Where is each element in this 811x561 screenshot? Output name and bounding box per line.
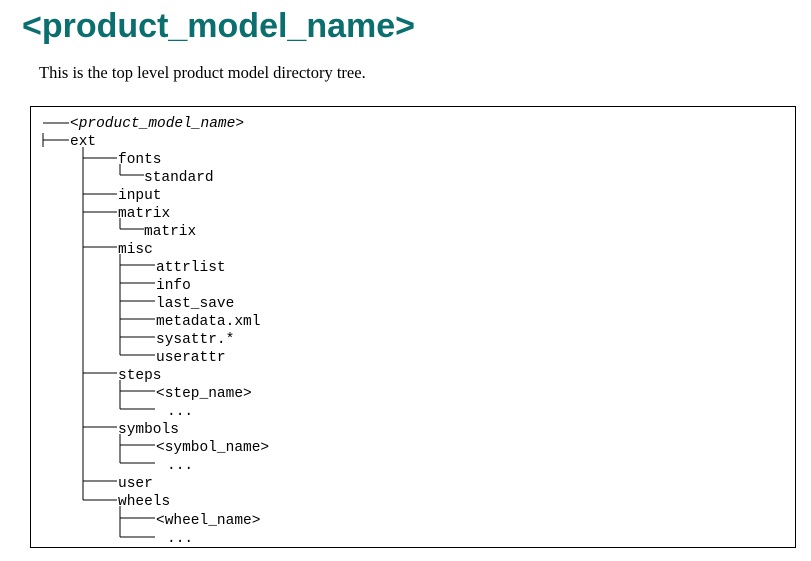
- tree-node-fonts: fonts: [118, 152, 162, 168]
- tree-node-step-name: <step_name>: [156, 386, 252, 402]
- tree-node-steps: steps: [118, 368, 162, 384]
- tree-node-matrix: matrix: [118, 206, 171, 222]
- tree-node-symbols: symbols: [118, 422, 179, 438]
- intro-paragraph: This is the top level product model dire…: [39, 63, 366, 82]
- tree-node-root: <product_model_name>: [70, 116, 244, 132]
- tree-node-misc: misc: [118, 242, 153, 258]
- tree-node-metadata-xml: metadata.xml: [156, 314, 260, 330]
- tree-labels: <product_model_name> ext fonts standard …: [70, 116, 269, 547]
- tree-connectors: [42, 122, 155, 538]
- tree-node-wheels-more: ...: [167, 531, 193, 547]
- tree-node-ext: ext: [70, 134, 96, 150]
- tree-node-wheel-name: <wheel_name>: [156, 513, 260, 529]
- tree-node-matrix-child: matrix: [144, 224, 197, 240]
- tree-node-symbols-more: ...: [167, 458, 193, 474]
- tree-node-symbol-name: <symbol_name>: [156, 440, 269, 456]
- tree-node-userattr: userattr: [156, 350, 226, 366]
- page-title: <product_model_name>: [22, 7, 416, 45]
- tree-node-last-save: last_save: [156, 296, 234, 312]
- tree-node-user: user: [118, 476, 153, 492]
- directory-tree: <product_model_name> ext fonts standard …: [42, 116, 269, 547]
- directory-tree-box: <product_model_name> ext fonts standard …: [30, 106, 796, 548]
- tree-node-attrlist: attrlist: [156, 260, 226, 276]
- tree-node-info: info: [156, 278, 191, 294]
- tree-node-sysattr: sysattr.*: [156, 332, 234, 348]
- tree-node-wheels: wheels: [118, 494, 170, 510]
- tree-node-steps-more: ...: [167, 404, 193, 420]
- tree-node-input: input: [118, 188, 162, 204]
- tree-node-standard: standard: [144, 170, 214, 186]
